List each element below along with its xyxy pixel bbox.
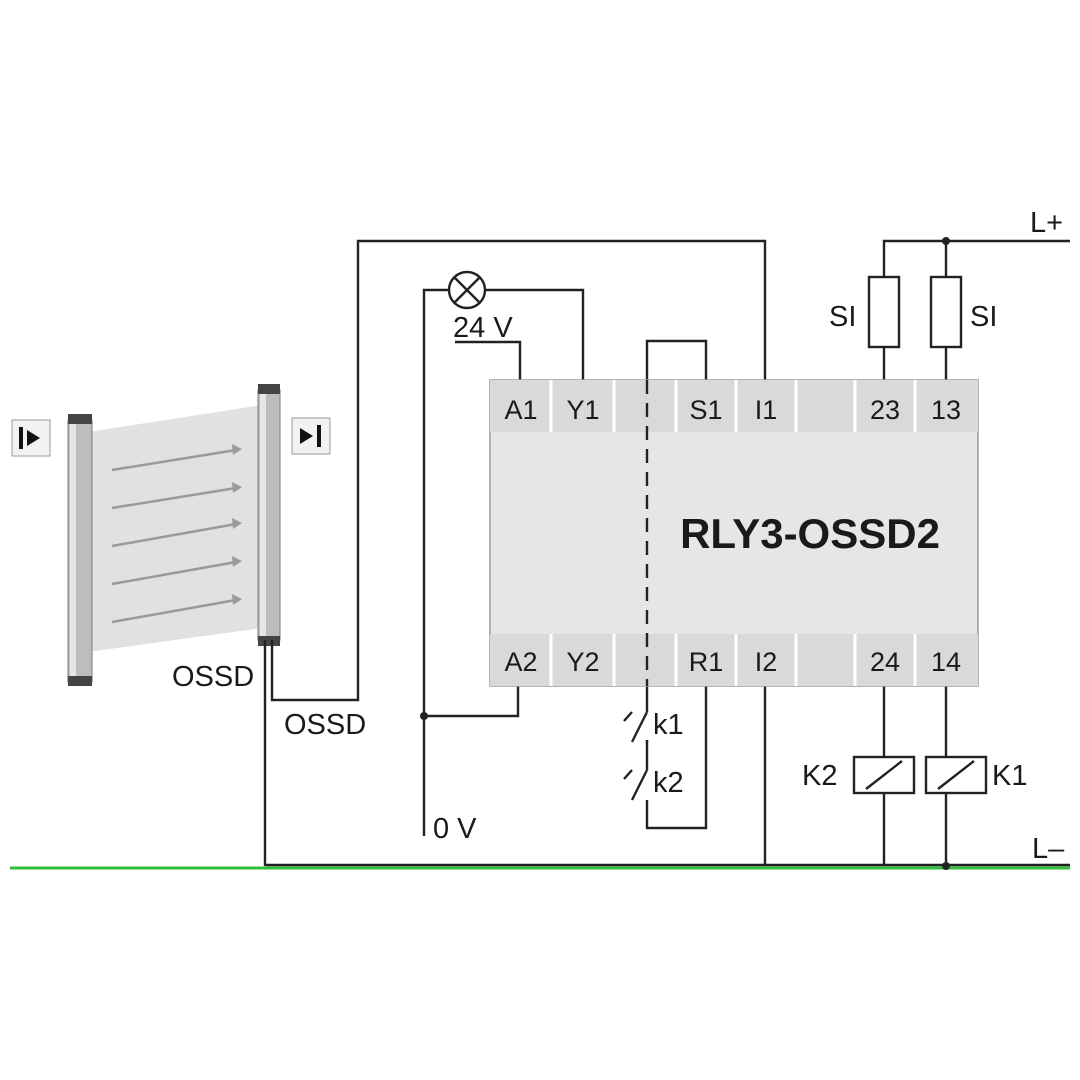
label-fuse-right: SI bbox=[970, 301, 997, 333]
light-curtain bbox=[67, 384, 281, 686]
contact-k1 bbox=[623, 711, 649, 743]
terminal-i1: I1 bbox=[755, 395, 778, 425]
indicator-lamp-icon bbox=[447, 270, 487, 310]
terminal-a2: A2 bbox=[504, 647, 537, 677]
terminal-i2: I2 bbox=[755, 647, 778, 677]
label-ossd-2: OSSD bbox=[284, 709, 366, 741]
coil-k1 bbox=[924, 755, 988, 795]
label-0v: 0 V bbox=[433, 813, 477, 845]
terminal-23: 23 bbox=[870, 395, 900, 425]
label-coil-k2: K2 bbox=[802, 760, 837, 792]
label-coil-k1: K1 bbox=[992, 760, 1027, 792]
label-k1-contact: k1 bbox=[653, 709, 684, 741]
junction-l-minus bbox=[942, 862, 950, 870]
label-k2-contact: k2 bbox=[653, 767, 684, 799]
relay-module: RLY3-OSSD2 A1 Y1 S1 I1 23 13 A2 Y2 R1 I2… bbox=[489, 379, 979, 687]
beam-field bbox=[88, 405, 262, 652]
label-24v: 24 V bbox=[453, 312, 513, 344]
terminal-s1: S1 bbox=[689, 395, 722, 425]
junction-0v bbox=[420, 712, 428, 720]
fuse-right bbox=[929, 275, 963, 349]
label-l-minus: L– bbox=[1032, 833, 1065, 865]
terminal-24: 24 bbox=[870, 647, 900, 677]
fuse-left bbox=[867, 275, 901, 349]
label-l-plus: L+ bbox=[1030, 207, 1063, 239]
relay-model-label: RLY3-OSSD2 bbox=[680, 510, 940, 557]
label-ossd-1: OSSD bbox=[172, 661, 254, 693]
terminal-r1: R1 bbox=[689, 647, 724, 677]
terminal-y1: Y1 bbox=[566, 395, 599, 425]
coil-k2 bbox=[852, 755, 916, 795]
label-fuse-left: SI bbox=[829, 301, 856, 333]
terminal-14: 14 bbox=[931, 647, 961, 677]
terminal-13: 13 bbox=[931, 395, 961, 425]
terminal-y2: Y2 bbox=[566, 647, 599, 677]
beam-arrows bbox=[111, 448, 237, 624]
terminal-a1: A1 bbox=[504, 395, 537, 425]
emitter-icon bbox=[11, 419, 51, 457]
junction-l-plus bbox=[942, 237, 950, 245]
contact-k2 bbox=[623, 769, 649, 801]
receiver-icon bbox=[291, 417, 331, 455]
